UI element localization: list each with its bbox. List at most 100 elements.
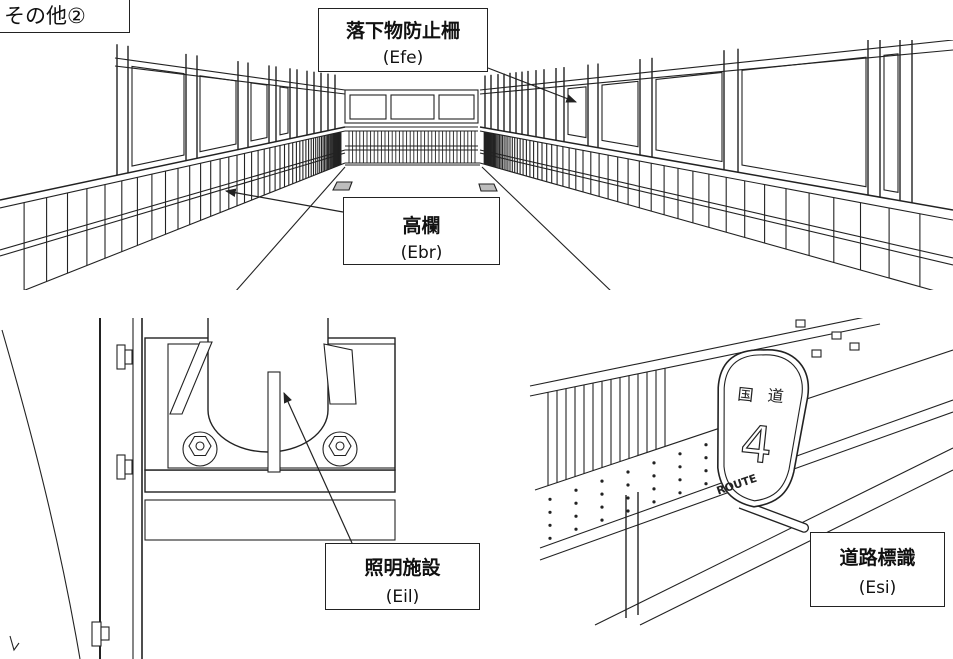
- small-marker-plate: [811, 349, 822, 358]
- side-bolt: [116, 344, 133, 370]
- left-window-pane: [131, 65, 185, 167]
- leader-arrow-ebr: [224, 188, 344, 213]
- right-handrail: [479, 126, 953, 211]
- section-label: その他②: [0, 0, 130, 33]
- bolt-dot: [600, 518, 604, 522]
- callout-balustrade: 高欄 (Ebr): [343, 197, 500, 265]
- right-fence: [479, 40, 953, 290]
- bolt-dot: [548, 523, 552, 527]
- lower-plate: [144, 499, 396, 541]
- right-window-pane: [883, 53, 899, 193]
- bolt-dot: [600, 479, 604, 483]
- bolt-dot: [626, 509, 630, 513]
- right-window-top-rail: [479, 49, 953, 95]
- right-handrail: [479, 130, 953, 221]
- back-railing-bars: [348, 131, 476, 163]
- bolt-dot: [626, 496, 630, 500]
- right-window-top-rail: [479, 40, 953, 91]
- bolt-dot: [548, 510, 552, 514]
- callout-title: 落下物防止柵: [345, 20, 460, 42]
- route-sign-inner-border: [723, 354, 803, 502]
- bolt-head: [116, 454, 126, 480]
- base-plate-front-face: [144, 469, 396, 493]
- bolt-dot: [652, 500, 656, 504]
- bolt-head: [116, 344, 126, 370]
- small-marker-plate: [849, 342, 860, 351]
- bolt-dot: [704, 443, 708, 447]
- route-sign-number: 4: [738, 414, 776, 475]
- side-bolt: [116, 454, 133, 480]
- walkway-floor: [236, 164, 611, 290]
- route-sign-kanji: 国: [737, 385, 755, 406]
- bolt-end: [335, 441, 345, 451]
- floor-drain: [478, 183, 498, 192]
- left-window-top-rail: [114, 57, 346, 91]
- leader-arrow-eil: [283, 392, 353, 544]
- bolt-end: [195, 441, 205, 451]
- bolt-dot: [574, 527, 578, 531]
- bolt-shank: [100, 626, 110, 641]
- back-wall: [344, 89, 480, 164]
- callout-title: 道路標識: [839, 547, 916, 569]
- leader-arrows: [224, 67, 578, 544]
- hex-nut: [188, 435, 212, 457]
- right-fence-members: [483, 40, 921, 287]
- bolt-shank: [124, 349, 133, 365]
- walkway-perspective-drawing: [0, 40, 953, 290]
- bolt-dot: [548, 536, 552, 540]
- left-handrail: [0, 126, 346, 201]
- bolt-dot: [678, 491, 682, 495]
- bolt-dot: [626, 470, 630, 474]
- road-sign-drawing: 国 道 4 ROUTE: [529, 318, 953, 626]
- bolt-dot: [678, 465, 682, 469]
- small-marker-plate: [831, 331, 842, 340]
- bolt-shank: [124, 459, 133, 475]
- bolt-dot: [600, 505, 604, 509]
- left-gusset-plate: [169, 341, 213, 415]
- callout-lighting-facility: 照明施設 (Eil): [325, 543, 480, 610]
- left-mid-rail: [0, 152, 346, 257]
- bolt-dot: [704, 469, 708, 473]
- bolt-dot: [678, 478, 682, 482]
- small-marker-plate: [795, 319, 806, 328]
- floor-left-edge: [236, 166, 346, 290]
- bolt-dot: [574, 488, 578, 492]
- lower-member: [594, 447, 953, 626]
- lighting-pole-base-drawing: [1, 318, 396, 659]
- left-fence: [0, 44, 346, 290]
- callout-road-sign: 道路標識 (Esi): [810, 532, 945, 607]
- right-window-pane: [567, 86, 587, 139]
- back-window-pane: [390, 94, 435, 120]
- sign-bracket-pipe: [738, 499, 809, 533]
- bolt-dot: [652, 461, 656, 465]
- bolt-dot: [548, 497, 552, 501]
- bolt-dot: [678, 452, 682, 456]
- callout-code: (Esi): [858, 578, 897, 598]
- left-mid-rail: [0, 149, 346, 251]
- bolt-dot: [574, 501, 578, 505]
- callout-title: 照明施設: [364, 557, 441, 579]
- break-mark: [9, 635, 20, 652]
- right-window-pane: [601, 80, 639, 148]
- hex-nut: [328, 435, 352, 457]
- bolt-dot: [704, 482, 708, 486]
- bolt-dot: [652, 474, 656, 478]
- upper-rail: [529, 318, 864, 387]
- route-sign-shield: [717, 349, 810, 508]
- bolt-head: [91, 621, 102, 647]
- steel-member-edge: [1, 329, 81, 659]
- left-fence-members: [23, 44, 342, 290]
- bolt-dot: [626, 483, 630, 487]
- anchor-nut-left: [182, 431, 218, 467]
- callout-title: 高欄: [402, 215, 441, 237]
- callout-code: (Eil): [385, 587, 420, 607]
- bolt-dot: [704, 456, 708, 460]
- leader-arrow-efe: [487, 67, 578, 103]
- right-base-rail: [479, 162, 934, 290]
- floor-right-edge: [481, 166, 611, 290]
- left-window-pane: [250, 82, 268, 142]
- anchor-nut-right: [322, 431, 358, 467]
- bolt-dot: [600, 492, 604, 496]
- back-window-frame: [344, 89, 479, 124]
